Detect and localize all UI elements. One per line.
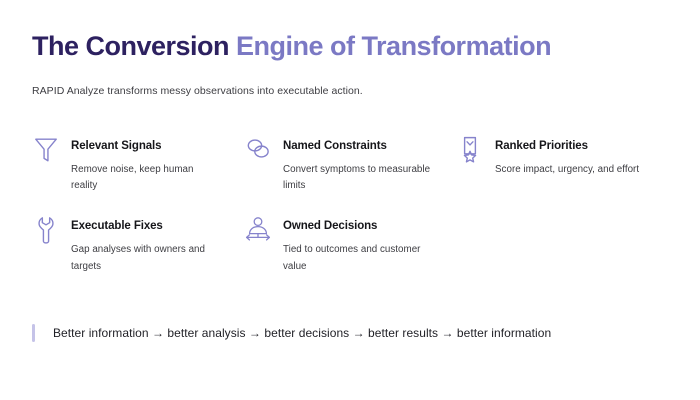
- footer-quote: Better information → better analysis → b…: [32, 324, 668, 342]
- feature-grid: Relevant Signals Remove noise, keep huma…: [32, 135, 668, 275]
- feature-title: Named Constraints: [283, 139, 387, 152]
- person-arrows-icon: [244, 215, 272, 246]
- feature-item-named-constraints: Named Constraints Convert symptoms to me…: [244, 135, 456, 195]
- chain-link-icon: [244, 135, 272, 166]
- feature-title: Owned Decisions: [283, 219, 378, 232]
- feature-body: Named Constraints Convert symptoms to me…: [283, 135, 434, 195]
- quote-accent-bar: [32, 324, 35, 342]
- award-badge-icon: [456, 135, 484, 166]
- page-title: The Conversion Engine of Transformation: [32, 0, 668, 64]
- feature-description: Score impact, urgency, and effort: [495, 164, 640, 176]
- page-title-secondary: Engine of Transformation: [236, 31, 552, 61]
- feature-item-relevant-signals: Relevant Signals Remove noise, keep huma…: [32, 135, 244, 195]
- feature-title: Executable Fixes: [71, 219, 163, 232]
- feature-description: Tied to outcomes and customer value: [283, 244, 421, 272]
- feature-body: Owned Decisions Tied to outcomes and cus…: [283, 215, 434, 275]
- feature-title: Ranked Priorities: [495, 139, 588, 152]
- feature-description: Gap analyses with owners and targets: [71, 244, 205, 272]
- feature-body: Executable Fixes Gap analyses with owner…: [71, 215, 222, 275]
- feature-item-owned-decisions: Owned Decisions Tied to outcomes and cus…: [244, 215, 456, 275]
- page-title-primary: The Conversion: [32, 31, 230, 61]
- feature-description: Remove noise, keep human reality: [71, 164, 194, 192]
- feature-body: Ranked Priorities Score impact, urgency,…: [495, 135, 639, 179]
- page-subtitle: RAPID Analyze transforms messy observati…: [32, 84, 363, 97]
- funnel-icon: [32, 135, 60, 166]
- wrench-icon: [32, 215, 60, 246]
- feature-item-executable-fixes: Executable Fixes Gap analyses with owner…: [32, 215, 244, 275]
- feature-title: Relevant Signals: [71, 139, 162, 152]
- feature-item-ranked-priorities: Ranked Priorities Score impact, urgency,…: [456, 135, 668, 195]
- quote-text: Better information → better analysis → b…: [53, 326, 552, 340]
- feature-description: Convert symptoms to measurable limits: [283, 164, 431, 192]
- feature-body: Relevant Signals Remove noise, keep huma…: [71, 135, 222, 195]
